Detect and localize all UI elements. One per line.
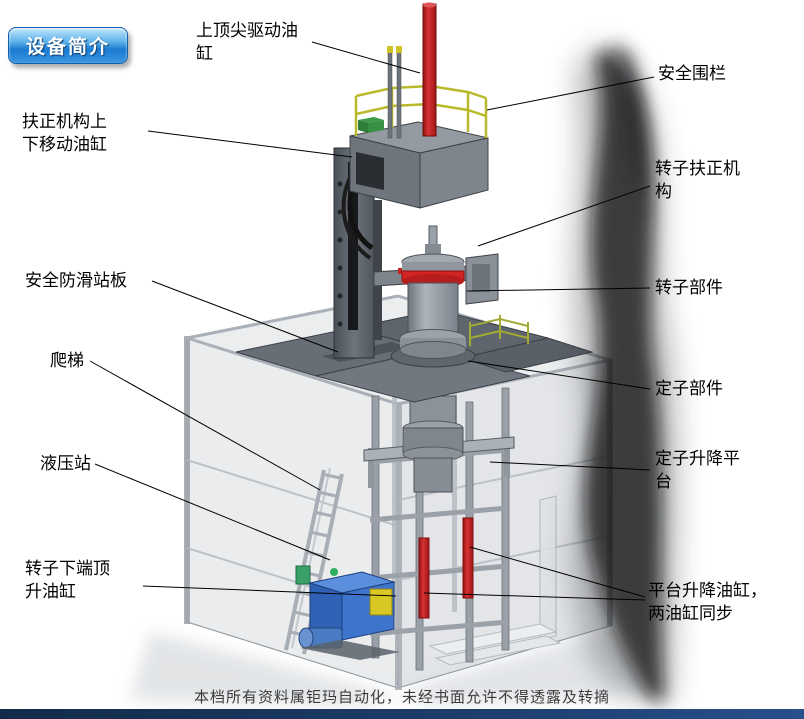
yellow-block [369, 588, 393, 616]
inner-panel [539, 495, 557, 641]
watermark-text: 本档所有资料属钜玛自动化，未经书面允许不得透露及转摘 [193, 688, 610, 706]
label-safety-fence: 安全围栏 [658, 64, 726, 84]
label-ladder: 爬梯 [50, 351, 84, 371]
label-anti-slip-platform: 安全防滑站板 [25, 271, 127, 291]
top-drive-cylinder-part [387, 2, 437, 139]
title-badge: 设备简介 [8, 27, 128, 64]
label-hydraulic-station: 液压站 [40, 454, 91, 474]
pit-interior [284, 372, 562, 671]
label-rotor-bottom-jack-cylinder: 转子下端顶升油缸 [25, 559, 110, 602]
hydraulic-station-part [295, 565, 400, 660]
label-rotor-centering-mechanism: 转子扶正机构 [655, 159, 740, 202]
label-rotor-component: 转子部件 [655, 278, 723, 298]
label-stator-component: 定子部件 [655, 379, 723, 399]
rotor-assembly [373, 225, 499, 359]
label-top-drive-cylinder: 上顶尖驱动油缸 [196, 21, 298, 64]
label-stator-lift-platform: 定子升降平台 [655, 449, 740, 492]
platform-lift-cylinder-right [462, 517, 474, 599]
label-centering-lift-cylinder: 扶正机构上下移动油缸 [22, 112, 107, 155]
green-box [358, 117, 384, 133]
label-platform-lift-cylinders: 平台升降油缸，两油缸同步 [648, 581, 767, 624]
platform-lift-cylinder-left [418, 537, 430, 619]
deck-railing [469, 315, 529, 346]
title-badge-label: 设备简介 [25, 36, 110, 58]
bottom-bar [0, 709, 804, 719]
head-housing [349, 121, 489, 209]
stator-part [402, 395, 464, 493]
